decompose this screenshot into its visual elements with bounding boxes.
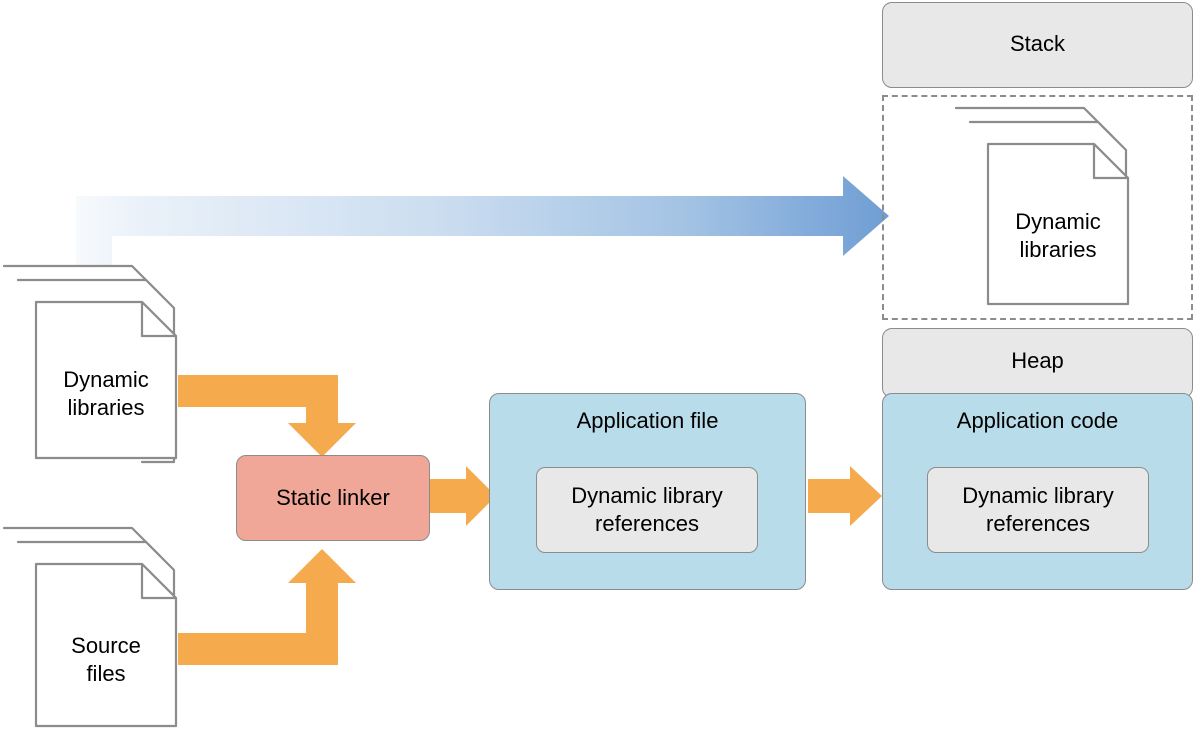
application-code-inner-label-line2: references [986,511,1090,536]
source-files-node[interactable]: Source files [0,520,185,735]
application-file-inner-label-line2: references [595,511,699,536]
static-linker-box[interactable]: Static linker [236,455,430,541]
stack-label: Stack [1009,31,1066,56]
dynamic-libraries-memory-region [882,95,1193,320]
document-stack-icon [2,526,178,728]
application-file-inner-label-line1: Dynamic library [571,483,723,508]
application-file-inner-box[interactable]: Dynamic library references [536,467,758,553]
document-stack-icon [954,106,1130,306]
orange-arrow-linker-to-appfile-icon [428,466,496,526]
heap-label: Heap [1011,348,1064,373]
orange-elbow-arrow-source-to-linker-icon [178,549,356,665]
document-stack-icon [2,264,178,464]
orange-elbow-arrow-libs-to-linker-icon [178,375,356,457]
application-code-inner-label-line1: Dynamic library [962,483,1114,508]
application-code-inner-box[interactable]: Dynamic library references [927,467,1149,553]
dynamic-libraries-memory-node[interactable]: Dynamic libraries [952,100,1152,315]
orange-arrow-appfile-to-appcode-icon [808,466,882,526]
stack-box[interactable]: Stack [882,2,1193,88]
heap-box[interactable]: Heap [882,328,1193,398]
static-linker-label: Static linker [276,485,390,510]
application-code-label: Application code [956,408,1119,433]
application-file-label: Application file [576,408,719,433]
